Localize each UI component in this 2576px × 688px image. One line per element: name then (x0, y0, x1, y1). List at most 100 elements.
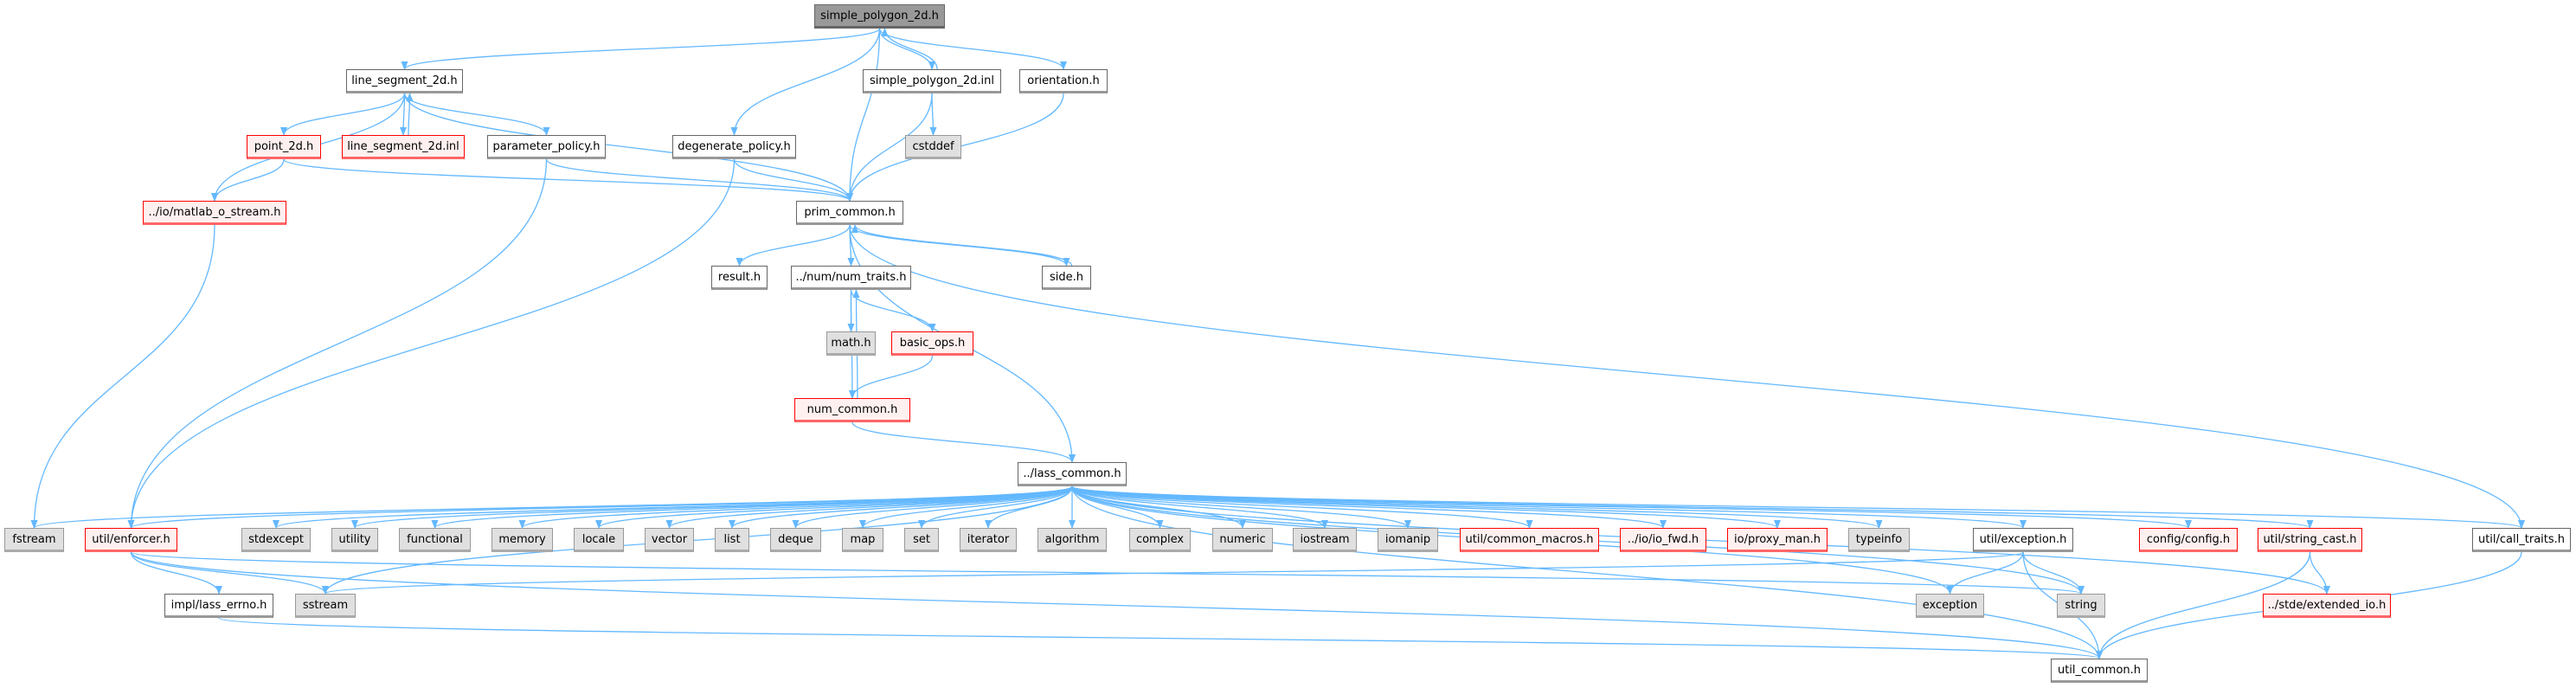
edge-lass-to-memory (518, 485, 1073, 529)
node-iterator[interactable]: iterator (960, 528, 1017, 552)
node-degen[interactable]: degenerate_policy.h (672, 135, 796, 159)
edge-strcast-to-ucommon (2096, 551, 2311, 659)
edge-lseg-to-prim (403, 93, 853, 202)
node-calltraits[interactable]: util/call_traits.h (2472, 528, 2571, 552)
edge-matlab-to-fstream (30, 224, 215, 529)
edge-enforcer-to-sstream (130, 551, 329, 595)
node-iomanip[interactable]: iomanip (1378, 528, 1438, 552)
edge-lseg-to-point (280, 93, 406, 136)
edge-point-to-matlab (211, 158, 285, 202)
edge-lass-to-sstream (322, 485, 1073, 595)
node-typeinfo[interactable]: typeinfo (1848, 528, 1910, 552)
edge-errno-to-ucommon (218, 617, 2103, 659)
node-math[interactable]: math.h (826, 331, 876, 356)
node-orient[interactable]: orientation.h (1019, 69, 1108, 93)
node-numeric[interactable]: numeric (1212, 528, 1273, 552)
node-extio[interactable]: ../stde/extended_io.h (2263, 594, 2391, 618)
node-matlab[interactable]: ../io/matlab_o_stream.h (143, 201, 286, 225)
edge-spoly-to-spolyinl (878, 28, 935, 70)
node-set[interactable]: set (904, 528, 939, 552)
edge-strcast-to-extio (2309, 551, 2330, 595)
edge-enforcer-to-ucommon (130, 551, 2103, 659)
node-errno[interactable]: impl/lass_errno.h (164, 594, 273, 618)
edge-lass-to-strcast (1071, 485, 2313, 529)
node-algorithm[interactable]: algorithm (1037, 528, 1107, 552)
edge-lass-to-locale (595, 485, 1073, 529)
node-config[interactable]: config/config.h (2139, 528, 2238, 552)
edge-lass-to-iofwd (1071, 485, 1667, 529)
node-spoly[interactable]: simple_polygon_2d.h (814, 4, 945, 29)
edge-degen-to-prim (733, 158, 853, 202)
node-basicops[interactable]: basic_ops.h (891, 331, 973, 356)
node-numtraits[interactable]: ../num/num_traits.h (791, 266, 911, 290)
node-complex[interactable]: complex (1129, 528, 1191, 552)
edge-side-to-prim (851, 224, 1073, 267)
node-locale[interactable]: locale (574, 528, 624, 552)
edge-lass-to-calltraits (1071, 485, 2525, 529)
node-lass[interactable]: ../lass_common.h (1018, 462, 1127, 486)
edge-lass-to-ucommon (1071, 485, 2103, 659)
node-cstddef[interactable]: cstddef (905, 135, 961, 159)
edge-spolyinl-to-cstddef (929, 93, 937, 136)
node-exception[interactable]: exception (1916, 594, 1984, 618)
node-macros[interactable]: util/common_macros.h (1460, 528, 1599, 552)
node-uexc[interactable]: util/exception.h (1973, 528, 2073, 552)
edge-spoly-to-degen (730, 28, 881, 136)
node-param[interactable]: parameter_policy.h (487, 135, 606, 159)
edge-spolyinl-to-spoly (881, 28, 938, 70)
node-side[interactable]: side.h (1042, 266, 1091, 290)
edge-numtraits-to-basicops (850, 289, 936, 332)
edge-lass-to-complex (1071, 485, 1164, 529)
node-enforcer[interactable]: util/enforcer.h (85, 528, 177, 552)
edge-spolyinl-to-prim (846, 93, 933, 202)
node-spolyinl[interactable]: simple_polygon_2d.inl (863, 69, 1001, 93)
edge-lass-to-vector (665, 485, 1073, 529)
edge-spoly-to-prim (846, 28, 881, 202)
edge-uexc-to-exception (1946, 551, 2024, 595)
edge-lass-to-fstream (30, 485, 1073, 529)
node-stdexcept[interactable]: stdexcept (241, 528, 311, 552)
edge-lseginl-to-lseg (406, 93, 414, 136)
edge-enforcer-to-string (130, 551, 2085, 595)
edge-prim-to-result (736, 224, 851, 267)
node-iostream[interactable]: iostream (1293, 528, 1357, 552)
node-point[interactable]: point_2d.h (247, 135, 321, 159)
edge-lass-to-functional (431, 485, 1073, 529)
node-list[interactable]: list (715, 528, 749, 552)
node-string[interactable]: string (2057, 594, 2105, 618)
node-fstream[interactable]: fstream (4, 528, 64, 552)
edge-numcommon-to-lass (851, 421, 1076, 463)
edge-degen-to-enforcer (127, 158, 736, 529)
edge-uexc-to-string (2022, 551, 2085, 595)
edge-basicops-to-numcommon (849, 355, 934, 399)
node-functional[interactable]: functional (399, 528, 471, 552)
node-deque[interactable]: deque (770, 528, 821, 552)
node-iofwd[interactable]: ../io/io_fwd.h (1620, 528, 1706, 552)
edge-enforcer-to-errno (130, 551, 222, 595)
node-lseg[interactable]: line_segment_2d.h (346, 69, 463, 93)
edge-lass-to-macros (1071, 485, 1533, 529)
edge-prim-to-calltraits (849, 224, 2525, 529)
edge-lseg-to-param (403, 93, 550, 136)
edge-uexc-to-sstream (322, 551, 2024, 595)
edge-lseg-to-lseginl (400, 93, 408, 136)
node-result[interactable]: result.h (711, 266, 768, 290)
node-vector[interactable]: vector (645, 528, 694, 552)
node-sstream[interactable]: sstream (295, 594, 356, 618)
edge-param-to-prim (545, 158, 853, 202)
node-lseginl[interactable]: line_segment_2d.inl (342, 135, 465, 159)
node-numcommon[interactable]: num_common.h (794, 398, 910, 422)
edge-lass-to-stdexcept (273, 485, 1073, 529)
node-utility[interactable]: utility (331, 528, 378, 552)
node-strcast[interactable]: util/string_cast.h (2258, 528, 2362, 552)
node-memory[interactable]: memory (491, 528, 553, 552)
node-proxy[interactable]: io/proxy_man.h (1727, 528, 1828, 552)
edge-spoly-to-lseg (401, 28, 881, 70)
node-map[interactable]: map (842, 528, 883, 552)
edge-lass-to-typeinfo (1071, 485, 1883, 529)
node-ucommon[interactable]: util_common.h (2051, 659, 2148, 683)
node-prim[interactable]: prim_common.h (796, 201, 903, 225)
edge-point-to-prim (283, 158, 853, 202)
edge-lass-to-uexc (1071, 485, 2027, 529)
